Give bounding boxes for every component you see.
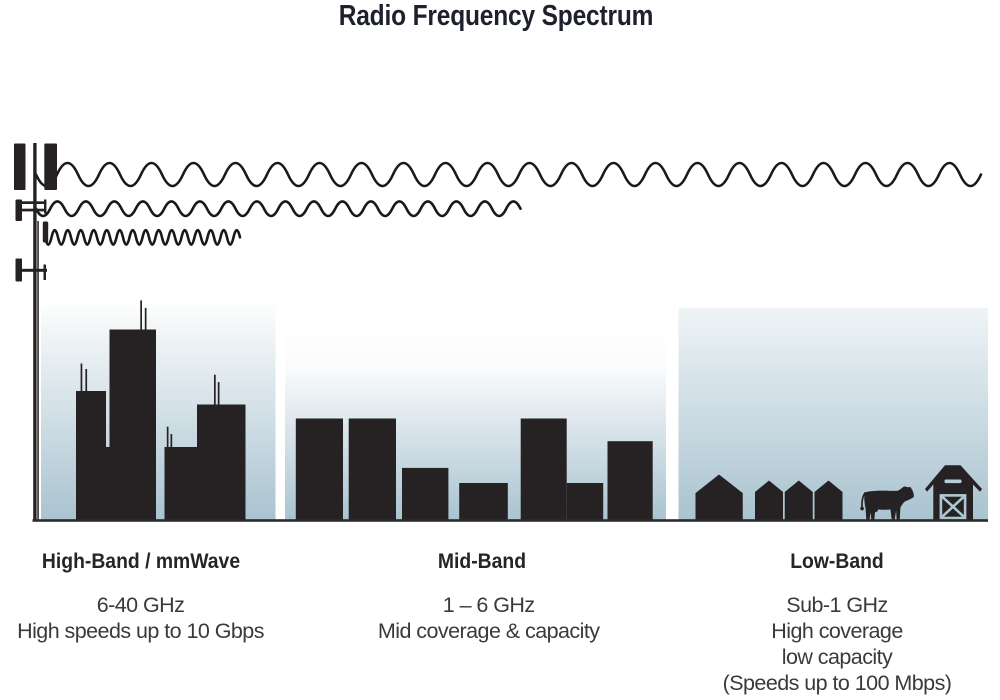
building-antenna bbox=[166, 426, 169, 448]
building-antenna bbox=[214, 374, 216, 406]
house-icon bbox=[755, 480, 783, 521]
ground-line bbox=[32, 519, 988, 522]
cow-tail bbox=[861, 492, 866, 509]
tower-antenna-small-3 bbox=[15, 258, 22, 282]
building bbox=[102, 447, 111, 521]
building bbox=[109, 329, 156, 521]
building-antenna bbox=[140, 300, 142, 331]
tower-antenna-panel-left bbox=[14, 143, 26, 190]
high-band-desc-line: High speeds up to 10 Gbps bbox=[17, 618, 264, 643]
building bbox=[566, 483, 604, 521]
tower-antenna-small-1 bbox=[15, 199, 22, 221]
tower-crossarm-1a bbox=[20, 201, 47, 204]
building-antenna bbox=[80, 363, 83, 392]
building bbox=[607, 441, 653, 521]
tower-bracket-1 bbox=[44, 199, 47, 214]
low-band-desc-line: High coverage bbox=[771, 618, 903, 643]
high-band-frequency: 6-40 GHz bbox=[96, 592, 185, 617]
low-band-desc-line: (Speeds up to 100 Mbps) bbox=[722, 670, 952, 695]
mid-band-wave-icon bbox=[34, 200, 522, 218]
tower-crossarm-2 bbox=[20, 268, 47, 272]
low-band-frequency: Sub-1 GHz bbox=[786, 592, 888, 617]
building-antenna bbox=[85, 369, 88, 392]
cell-tower-icon bbox=[14, 143, 57, 521]
cow-icon bbox=[860, 486, 914, 520]
cow-body bbox=[864, 486, 914, 520]
barn-icon bbox=[925, 465, 982, 521]
low-band-scene bbox=[695, 465, 982, 521]
building bbox=[459, 483, 508, 521]
high-band-wave-icon bbox=[43, 228, 242, 246]
building bbox=[348, 418, 396, 521]
building-antenna bbox=[170, 434, 173, 448]
low-band-desc-line: low capacity bbox=[781, 644, 893, 669]
cow-tail-tuft bbox=[860, 506, 864, 511]
building bbox=[295, 418, 343, 521]
house-icon bbox=[695, 474, 743, 521]
low-band-label: Low-Band bbox=[789, 548, 884, 573]
tower-mast-secondary bbox=[37, 221, 39, 521]
building bbox=[402, 467, 449, 521]
mid-band-skyline bbox=[295, 418, 653, 521]
house-icon bbox=[784, 480, 813, 521]
mid-band-label: Mid-Band bbox=[438, 548, 527, 573]
barn-door-frame bbox=[939, 494, 967, 520]
mid-band-frequency: 1 – 6 GHz bbox=[442, 592, 535, 617]
high-band-description: 6-40 GHz High speeds up to 10 Gbps bbox=[0, 592, 291, 644]
building bbox=[520, 418, 567, 521]
tower-antenna-small-2 bbox=[42, 221, 49, 243]
building-antenna bbox=[217, 382, 220, 406]
barn-door-cross bbox=[941, 495, 965, 518]
house-icon bbox=[814, 480, 843, 521]
building bbox=[164, 447, 197, 521]
mid-band-description: 1 – 6 GHz Mid coverage & capacity bbox=[339, 592, 639, 644]
high-band-skyline bbox=[76, 300, 246, 521]
tower-mast bbox=[33, 143, 37, 521]
tower-antenna-panel-right bbox=[44, 143, 57, 190]
building bbox=[197, 404, 246, 521]
barn-loft-vent bbox=[944, 479, 962, 484]
low-band-wave-icon bbox=[34, 161, 983, 188]
page-title: Radio Frequency Spectrum bbox=[338, 0, 654, 32]
tower-bracket-2 bbox=[43, 264, 46, 280]
tower-crossarm-1b bbox=[20, 208, 47, 212]
radio-waves bbox=[34, 161, 983, 246]
barn-silhouette bbox=[925, 465, 982, 521]
building bbox=[76, 391, 106, 521]
building-antenna bbox=[144, 307, 147, 331]
low-band-description: Sub-1 GHz High coverage low capacity (Sp… bbox=[687, 592, 987, 696]
high-band-label: High-Band / mmWave bbox=[41, 548, 240, 573]
mid-band-desc-line: Mid coverage & capacity bbox=[377, 618, 600, 643]
